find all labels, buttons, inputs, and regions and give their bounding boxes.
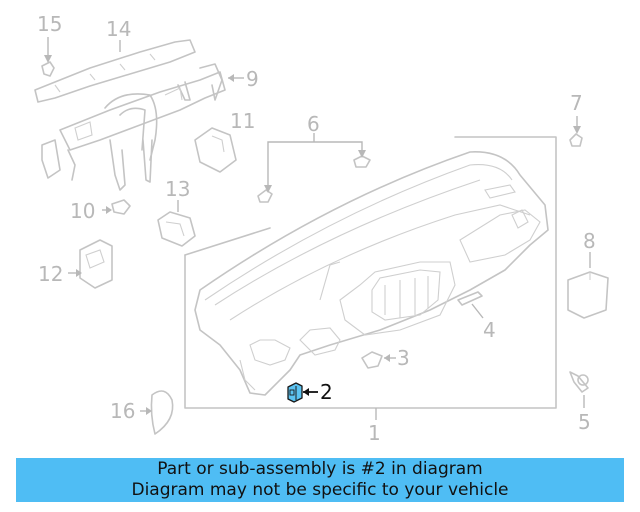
part-3-bracket [361, 351, 396, 369]
part-11-trim [194, 127, 237, 173]
part-2-clip [287, 382, 318, 403]
callout-2: 2 [320, 380, 333, 404]
callout-13: 13 [165, 177, 190, 201]
callout-10: 10 [70, 199, 95, 223]
callout-11: 11 [230, 109, 255, 133]
part-7-clip [569, 116, 583, 147]
part-4-clip [457, 291, 484, 319]
part-16-cap [140, 390, 174, 435]
parts-diagram: 1 2 3 4 5 6 7 8 9 10 11 12 13 14 15 16 [34, 12, 609, 445]
info-banner: Part or sub-assembly is #2 in diagram Di… [16, 458, 624, 502]
callout-4: 4 [483, 318, 496, 342]
banner-line-2: Diagram may not be specific to your vehi… [131, 480, 509, 500]
callout-3: 3 [397, 346, 410, 370]
part-6-clips [257, 133, 371, 203]
callout-8: 8 [583, 229, 596, 253]
callout-12: 12 [38, 262, 63, 286]
callout-16: 16 [110, 399, 135, 423]
part-10-clip [102, 199, 131, 215]
callout-15: 15 [37, 12, 62, 36]
dashboard-frame [184, 136, 557, 409]
callout-9: 9 [246, 67, 259, 91]
callout-6: 6 [307, 112, 320, 136]
part-12-bracket [68, 239, 113, 289]
callout-14: 14 [106, 17, 131, 41]
cross-car-beam [34, 39, 244, 191]
callout-7: 7 [570, 91, 583, 115]
banner-line-1: Part or sub-assembly is #2 in diagram [157, 459, 483, 479]
part-8-module [567, 252, 609, 319]
dashboard-panel [194, 151, 549, 396]
callout-1: 1 [368, 421, 381, 445]
part-13-bracket [157, 200, 196, 247]
callout-5: 5 [578, 410, 591, 434]
part-5-screw [569, 371, 589, 408]
part-15-clip [41, 37, 55, 77]
